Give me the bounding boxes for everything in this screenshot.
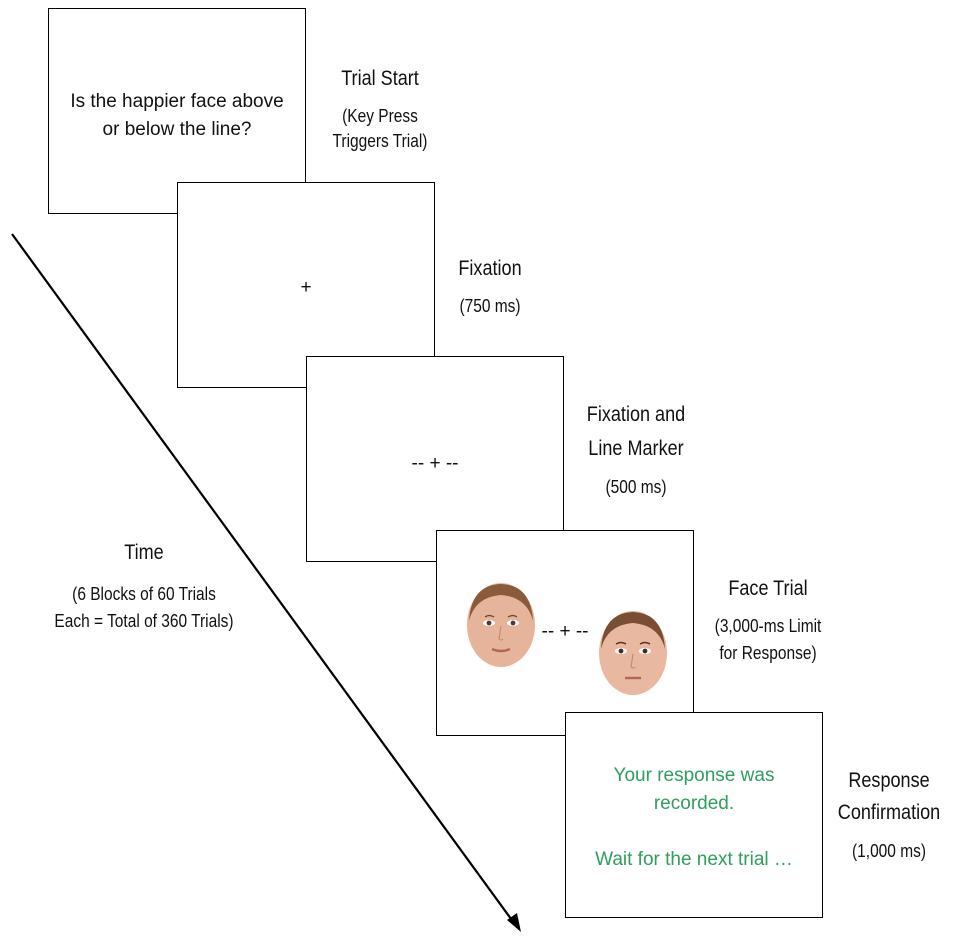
trial-prompt-line1: Is the happier face above	[70, 91, 284, 112]
fixation-cross: +	[300, 277, 312, 298]
fixation-line-stimulus: -- + --	[411, 453, 459, 474]
lower-face-photo	[599, 611, 667, 695]
trial-start-detail-line1: (Key Press	[342, 106, 418, 127]
fixation-title: Fixation	[458, 257, 522, 280]
trial-start-title: Trial Start	[341, 67, 419, 90]
confirmation-message-line1: Your response was	[613, 765, 775, 786]
time-axis-detail-line1: (6 Blocks of 60 Trials	[72, 584, 216, 605]
trial-start-screen: Is the happier face above or below the l…	[48, 8, 306, 214]
upper-face-photo	[467, 583, 535, 667]
fixation-line-title-line2: Line Marker	[588, 437, 684, 461]
face-trial-detail-line2: for Response)	[719, 642, 817, 663]
fixation-line-screen: -- + --	[306, 356, 564, 562]
trial-start-label: Trial Start (Key Press Triggers Trial)	[320, 64, 440, 153]
face-trial-fixation: -- + --	[541, 621, 589, 642]
face-trial-label: Face Trial (3,000-ms Limit for Response)	[708, 574, 828, 665]
fixation-line-label: Fixation and Line Marker (500 ms)	[579, 400, 693, 499]
fixation-line-detail: (500 ms)	[605, 476, 667, 497]
fixation-detail: (750 ms)	[459, 296, 521, 317]
confirmation-message-line2: recorded.	[653, 793, 735, 814]
trial-prompt-line2: or below the line?	[102, 119, 252, 140]
fixation-label: Fixation (750 ms)	[447, 254, 533, 319]
time-axis-label: Time (6 Blocks of 60 Trials Each = Total…	[27, 538, 261, 633]
time-axis-detail-line2: Each = Total of 360 Trials)	[54, 610, 234, 631]
face-trial-screen: -- + --	[436, 530, 694, 736]
response-confirmation-label: Response Confirmation (1,000 ms)	[828, 766, 950, 863]
trial-start-detail-line2: Triggers Trial)	[332, 130, 428, 151]
response-confirmation-screen: Your response was recorded. Wait for the…	[565, 712, 823, 918]
response-confirmation-title-line2: Confirmation	[837, 801, 941, 825]
fixation-line-title-line1: Fixation and	[586, 403, 686, 426]
response-confirmation-title-line1: Response	[848, 769, 930, 792]
confirmation-message-line3: Wait for the next trial …	[595, 849, 793, 870]
face-trial-detail-line1: (3,000-ms Limit	[714, 616, 822, 637]
time-axis-title: Time	[124, 541, 164, 564]
response-confirmation-detail: (1,000 ms)	[852, 840, 926, 861]
face-trial-title: Face Trial	[728, 577, 808, 600]
